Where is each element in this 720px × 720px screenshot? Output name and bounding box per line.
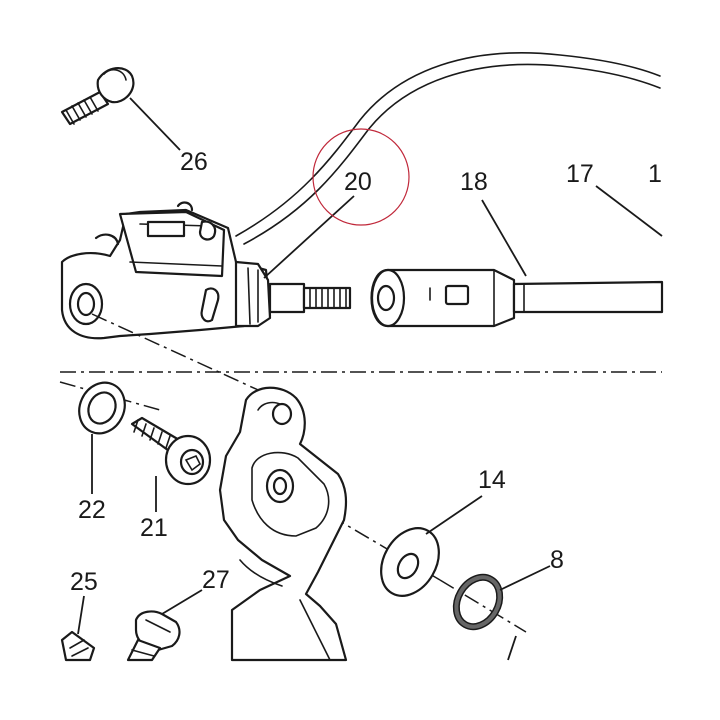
brake-hose (235, 52, 661, 245)
highlight-circle (312, 128, 410, 226)
callout-labels: 26 20 18 17 1 22 21 14 8 25 27 (70, 148, 662, 596)
master-cylinder (60, 201, 272, 340)
bolt-21 (130, 416, 212, 486)
callout-22: 22 (78, 496, 106, 524)
callout-26: 26 (180, 148, 208, 176)
rod-17 (512, 280, 664, 314)
washer-22 (78, 381, 126, 435)
bolt-25 (60, 630, 96, 662)
callout-14: 14 (478, 466, 506, 494)
callout-25: 25 (70, 568, 98, 596)
bolt-26 (60, 67, 135, 126)
callout-27: 27 (202, 566, 230, 594)
callout-18: 18 (460, 168, 488, 196)
callout-21: 21 (140, 514, 168, 542)
callout-17: 17 (566, 160, 594, 188)
washer-14 (380, 527, 440, 597)
pedal-bracket (218, 386, 348, 662)
pushrod-20 (268, 282, 352, 314)
o-ring-8 (452, 573, 504, 631)
callout-8: 8 (550, 546, 564, 574)
bolt-27 (126, 610, 181, 662)
center-lines (59, 313, 662, 633)
callout-20: 20 (344, 168, 372, 196)
callout-16-partial: 1 (648, 160, 662, 188)
clevis-18 (370, 268, 516, 328)
leader-lines (77, 97, 663, 661)
